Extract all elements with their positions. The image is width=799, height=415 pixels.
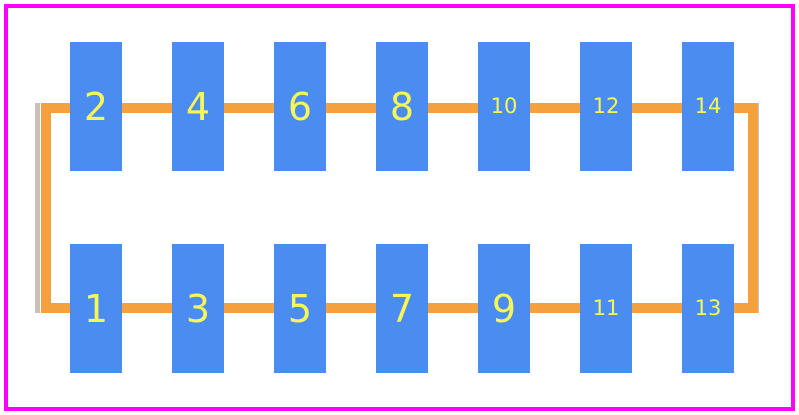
pad-number-label: 1 — [83, 286, 109, 331]
pad-5[interactable]: 5 — [274, 244, 326, 373]
trace-bottom-left-stub — [41, 303, 70, 313]
pad-10[interactable]: 10 — [478, 42, 530, 171]
pad-1[interactable]: 1 — [70, 244, 122, 373]
trace-bottom-3-to-5 — [224, 303, 274, 313]
trace-right-vertical — [748, 103, 758, 313]
pad-number-label: 7 — [389, 286, 415, 331]
trace-top-8-to-10 — [428, 103, 478, 113]
trace-top-10-to-12 — [530, 103, 580, 113]
trace-bottom-7-to-9 — [428, 303, 478, 313]
pad-7[interactable]: 7 — [376, 244, 428, 373]
pad-number-label: 10 — [490, 94, 518, 118]
pad-number-label: 4 — [185, 84, 211, 129]
trace-top-12-to-14 — [632, 103, 682, 113]
trace-bottom-1-to-3 — [122, 303, 172, 313]
pad-number-label: 9 — [491, 286, 517, 331]
component-courtyard-outline — [4, 4, 795, 411]
pad-number-label: 11 — [592, 296, 620, 320]
pad-6[interactable]: 6 — [274, 42, 326, 171]
pad-number-label: 2 — [83, 84, 109, 129]
fab-line-left — [35, 103, 40, 313]
pad-9[interactable]: 9 — [478, 244, 530, 373]
pad-11[interactable]: 11 — [580, 244, 632, 373]
trace-left-vertical — [41, 103, 51, 313]
pad-number-label: 5 — [287, 286, 313, 331]
trace-top-6-to-8 — [326, 103, 376, 113]
pad-number-label: 3 — [185, 286, 211, 331]
pad-number-label: 12 — [592, 94, 620, 118]
pad-4[interactable]: 4 — [172, 42, 224, 171]
trace-top-left-stub — [41, 103, 70, 113]
pad-number-label: 6 — [287, 84, 313, 129]
trace-top-4-to-6 — [224, 103, 274, 113]
trace-bottom-right-stub — [734, 303, 758, 313]
pad-number-label: 14 — [694, 94, 722, 118]
trace-top-2-to-4 — [122, 103, 172, 113]
pad-12[interactable]: 12 — [580, 42, 632, 171]
pad-number-label: 13 — [694, 296, 722, 320]
trace-bottom-5-to-7 — [326, 303, 376, 313]
trace-bottom-9-to-11 — [530, 303, 580, 313]
pad-13[interactable]: 13 — [682, 244, 734, 373]
pad-number-label: 8 — [389, 84, 415, 129]
pad-14[interactable]: 14 — [682, 42, 734, 171]
pad-2[interactable]: 2 — [70, 42, 122, 171]
pad-8[interactable]: 8 — [376, 42, 428, 171]
trace-bottom-11-to-13 — [632, 303, 682, 313]
pad-3[interactable]: 3 — [172, 244, 224, 373]
trace-top-right-stub — [734, 103, 758, 113]
